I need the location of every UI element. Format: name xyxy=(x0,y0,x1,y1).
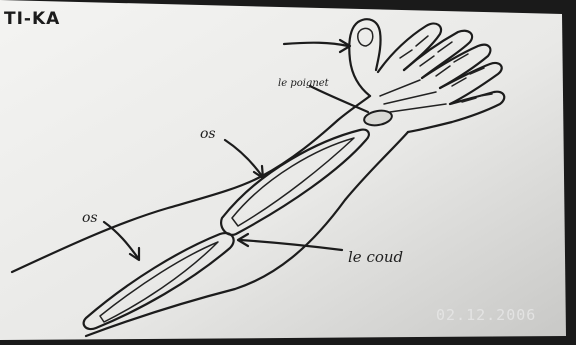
date-stamp: 02.12.2006 xyxy=(436,306,536,324)
paper-sheet xyxy=(0,0,566,340)
lower-bone-label: os xyxy=(82,210,98,226)
upper-bone-label: os xyxy=(200,126,216,142)
wrist-label: le poignet xyxy=(278,78,330,89)
corner-title: TI-KA xyxy=(4,9,60,29)
elbow-label: le coud xyxy=(348,248,403,266)
